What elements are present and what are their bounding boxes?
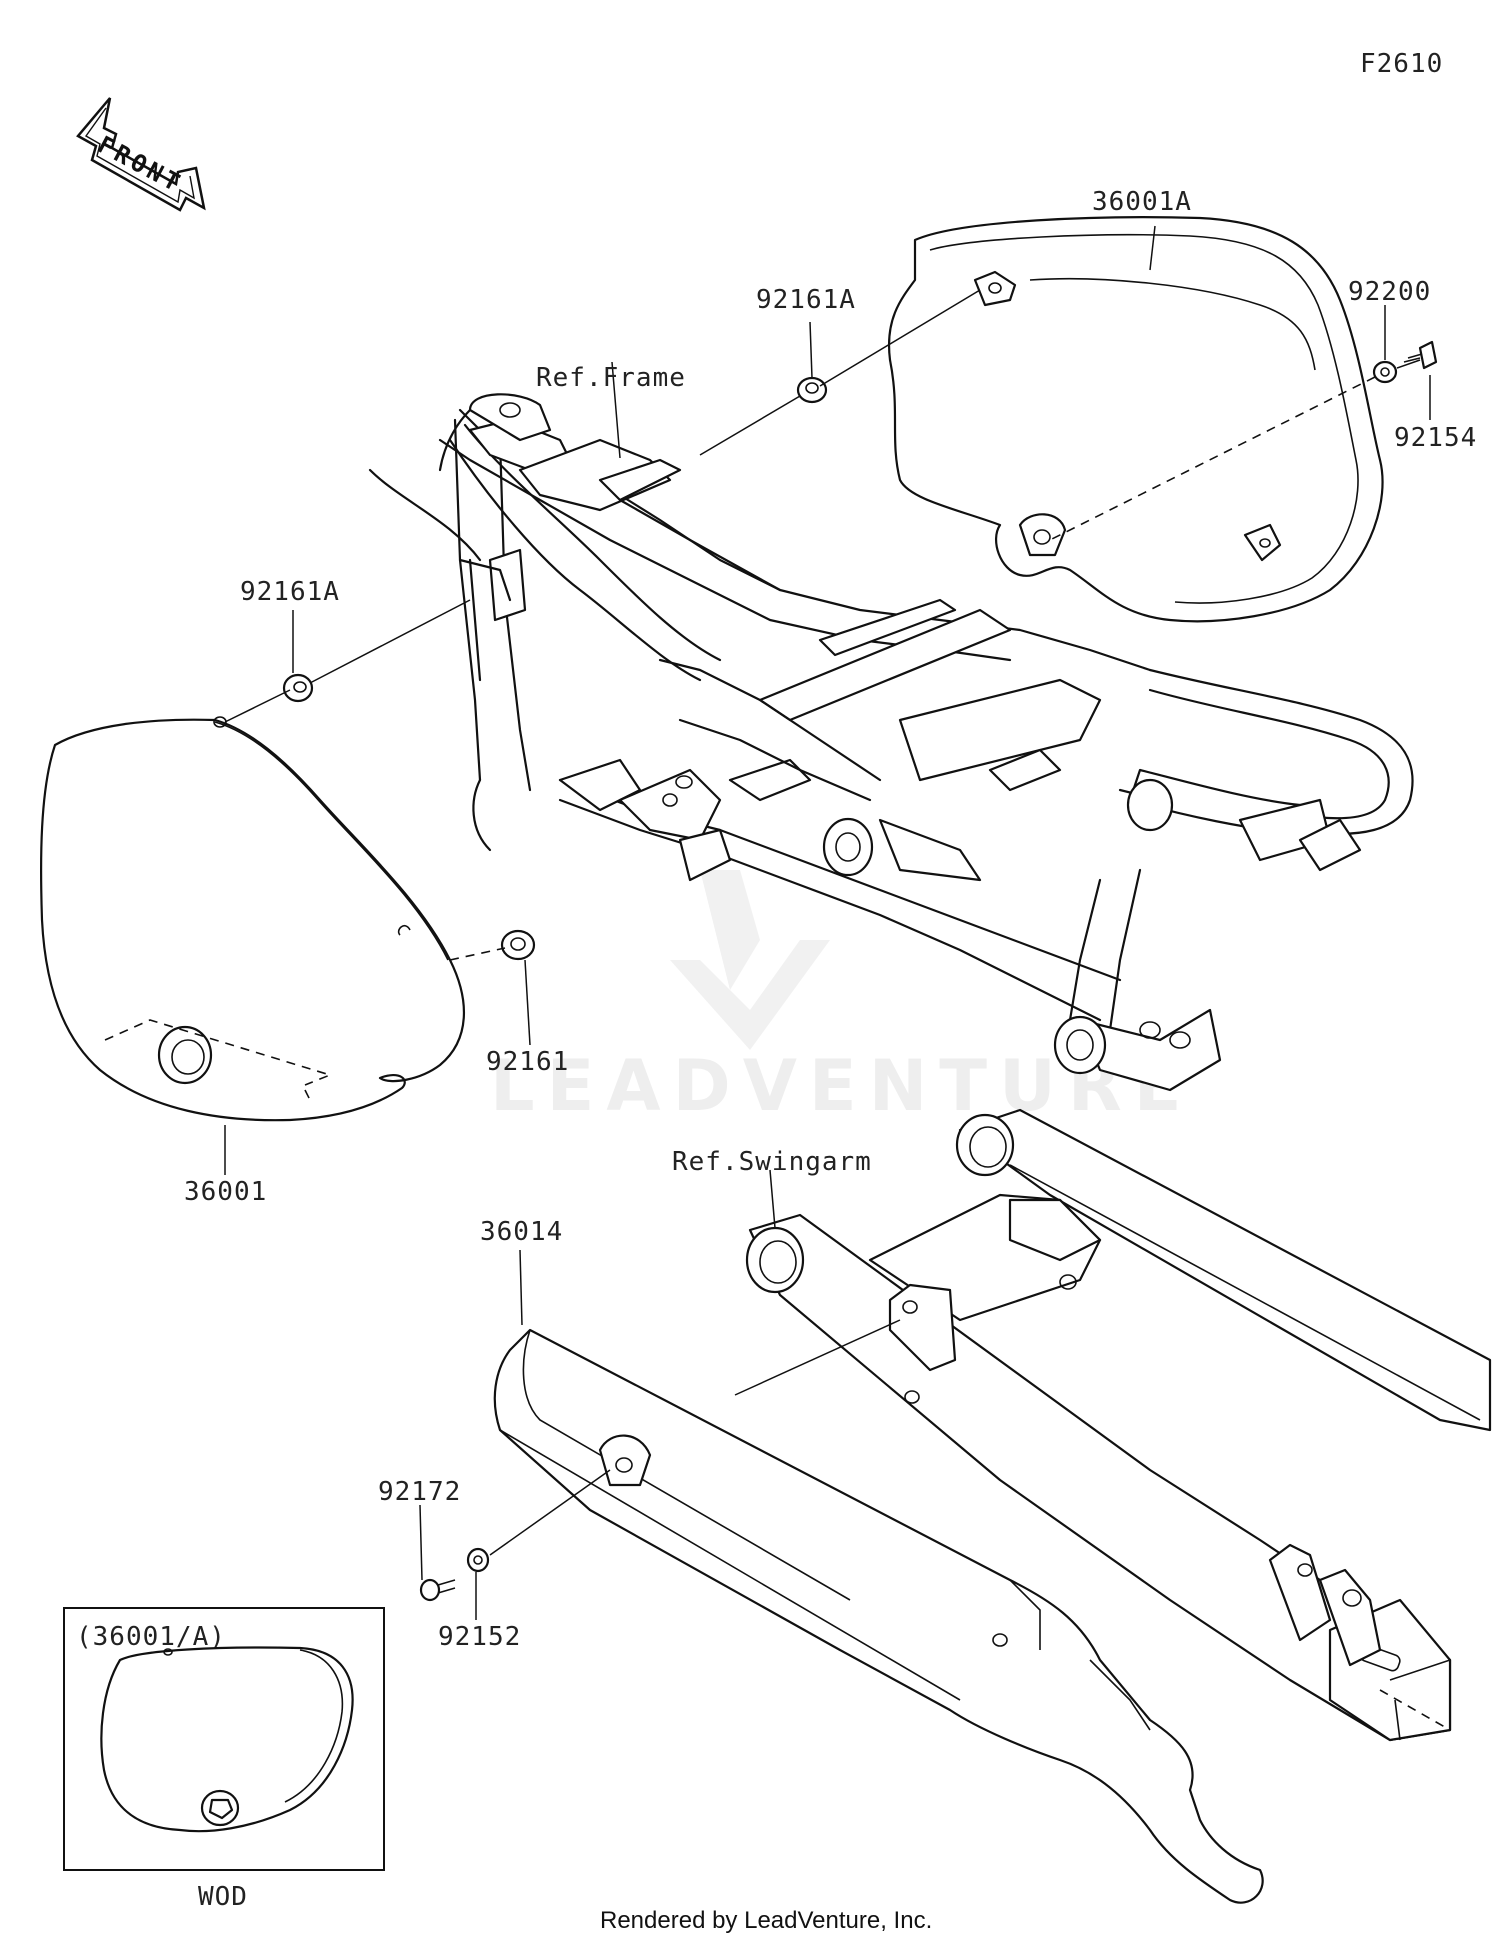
front-arrow-icon: FRONT [76, 97, 206, 212]
inset-variant: WOD [198, 1882, 248, 1912]
footer-credit: Rendered by LeadVenture, Inc. [600, 1907, 932, 1934]
label-frame-ref: Ref.Frame [536, 363, 686, 393]
washer [1372, 360, 1398, 384]
diagram-code: F2610 [1360, 49, 1443, 79]
label-cover-right: 36001A [1092, 187, 1192, 217]
inset-box: (36001/A) WOD [63, 1607, 385, 1912]
grommet-left [282, 673, 314, 703]
screw-right [1403, 340, 1438, 370]
frame [368, 393, 1414, 1092]
collar-chain [466, 1547, 490, 1573]
part-labels: 36001A 92161A Ref.Frame 92200 92154 9216… [184, 187, 1477, 1652]
label-grommet-lower: 92161 [486, 1047, 569, 1077]
label-collar-chain: 92152 [438, 1622, 521, 1652]
side-cover-left [39, 716, 465, 1122]
label-grommet-left: 92161A [240, 577, 340, 607]
grommet-upper [796, 376, 828, 404]
label-screw-right: 92154 [1394, 423, 1477, 453]
chain-cover [493, 1328, 1264, 1904]
side-cover-right [887, 216, 1384, 623]
swingarm [745, 1108, 1492, 1742]
label-cover-left: 36001 [184, 1177, 267, 1207]
leader-lines [224, 225, 1431, 1620]
label-swingarm-ref: Ref.Swingarm [672, 1147, 872, 1177]
label-chain-cover: 36014 [480, 1217, 563, 1247]
inset-caption: (36001/A) [76, 1622, 226, 1652]
watermark: LEADVENTURE [490, 870, 1182, 1127]
label-grommet-upper: 92161A [756, 285, 856, 315]
screw-chain [419, 1578, 456, 1602]
grommet-lower [500, 929, 536, 961]
label-screw-chain: 92172 [378, 1477, 461, 1507]
label-washer: 92200 [1348, 277, 1431, 307]
